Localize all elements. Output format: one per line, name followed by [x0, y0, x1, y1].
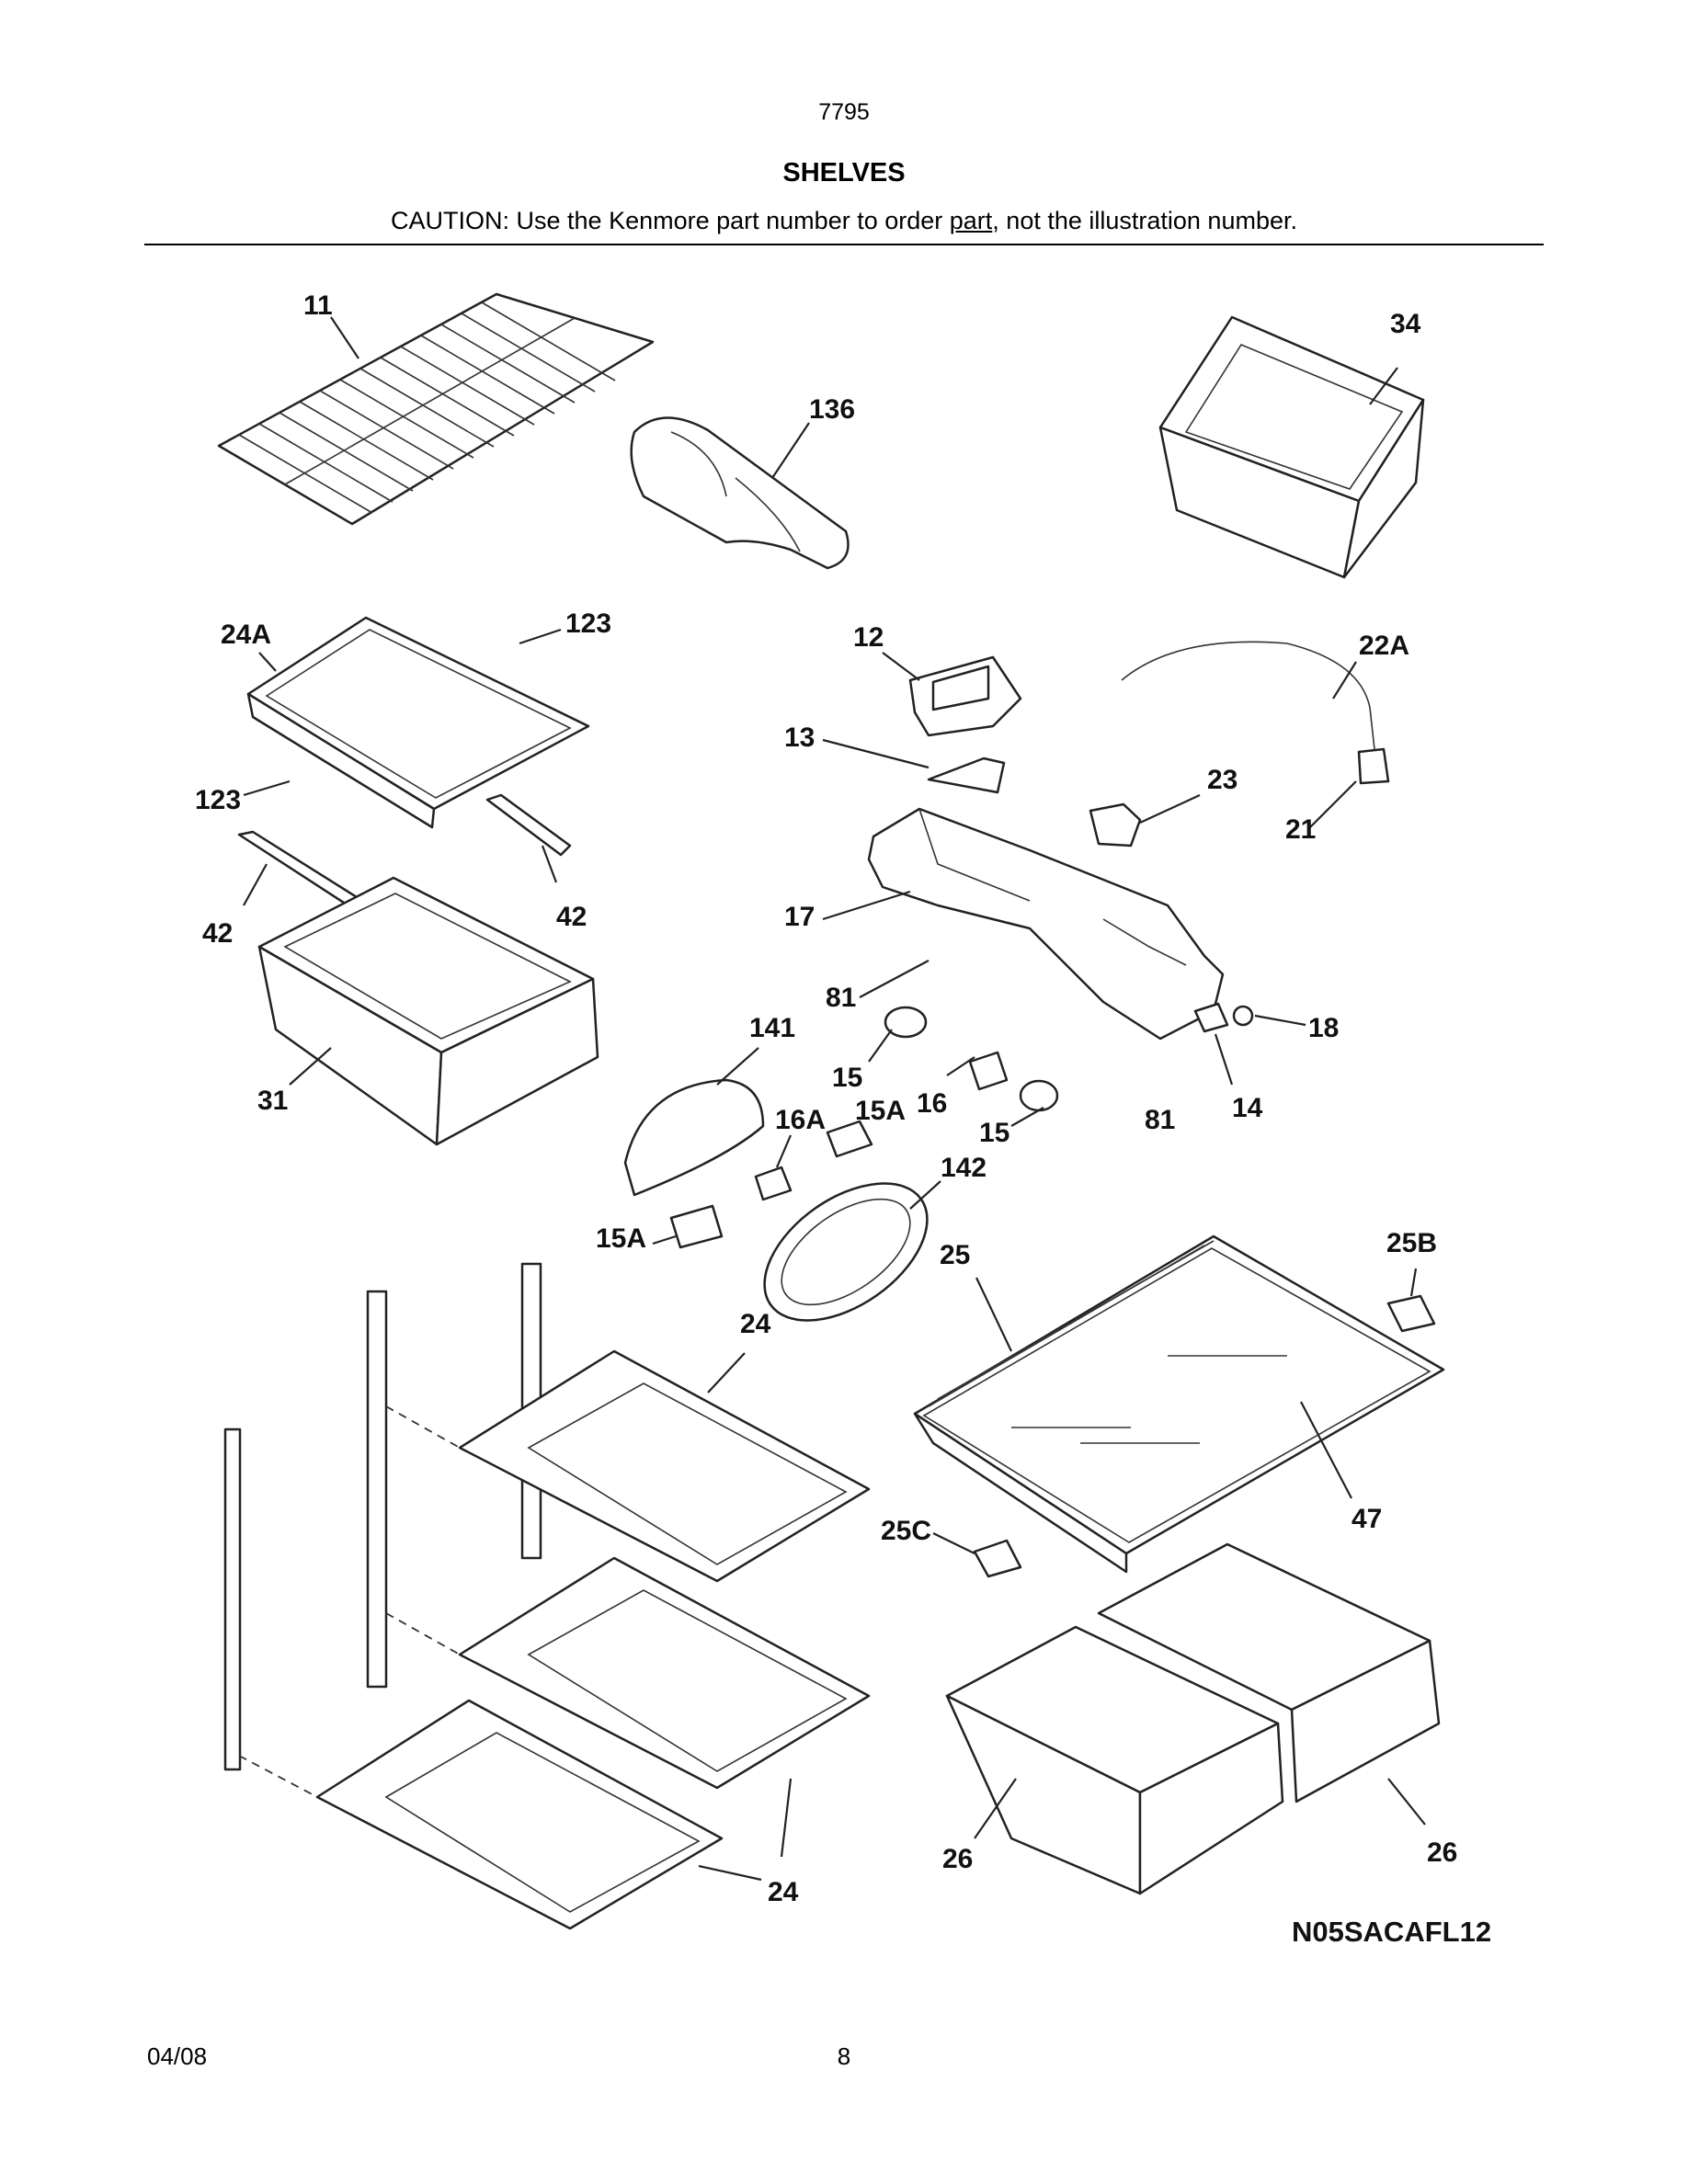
callout-leaders [243, 316, 1426, 1882]
callout-47: 47 [1352, 1504, 1382, 1534]
callout-123-upper: 123 [565, 609, 611, 639]
glass-shelves-ladder [223, 1262, 871, 1930]
callout-142: 142 [941, 1153, 987, 1183]
callout-17: 17 [784, 902, 815, 932]
callout-42-left: 42 [202, 918, 233, 949]
callout-141: 141 [749, 1013, 795, 1043]
callout-12: 12 [853, 622, 884, 653]
callout-123-lower: 123 [195, 785, 241, 815]
caution-note: CAUTION: Use the Kenmore part number to … [0, 207, 1688, 235]
model-number: 7795 [818, 99, 870, 125]
caution-text-end: , not the illustration number. [992, 207, 1297, 234]
callout-15-left: 15 [832, 1063, 862, 1093]
callout-15A-upper: 15A [855, 1096, 906, 1126]
footer-date: 04/08 [147, 2042, 208, 2070]
callout-15-right: 15 [979, 1118, 1009, 1148]
callout-16A: 16A [775, 1105, 826, 1135]
callout-25B: 25B [1386, 1228, 1437, 1258]
diagram-code: N05SACAFL12 [1292, 1916, 1491, 1948]
callout-21: 21 [1285, 814, 1316, 845]
large-vent-shelf [913, 1234, 1445, 1578]
caution-underlined-word: part [949, 207, 993, 234]
callout-13: 13 [784, 722, 815, 753]
bottle-holder [630, 416, 850, 570]
callout-22A: 22A [1359, 631, 1409, 661]
light-sockets-and-bulbs [623, 1002, 1254, 1322]
callout-136: 136 [809, 394, 855, 425]
header-divider [144, 244, 1544, 245]
callout-42-right: 42 [556, 902, 587, 932]
control-housing-assembly [867, 641, 1390, 1041]
callout-15A-lower: 15A [596, 1223, 646, 1254]
callout-26-left: 26 [942, 1844, 973, 1874]
callout-34: 34 [1390, 309, 1421, 339]
callout-11: 11 [303, 290, 333, 321]
callout-14: 14 [1232, 1093, 1263, 1123]
wire-shelf [217, 292, 655, 526]
callout-24-lower: 24 [768, 1877, 799, 1907]
caution-text-start: CAUTION: Use the Kenmore part number to … [391, 207, 950, 234]
callout-81-right: 81 [1145, 1105, 1175, 1135]
crisper-drawers [945, 1542, 1441, 1895]
callout-25: 25 [940, 1240, 970, 1270]
callout-25C: 25C [881, 1516, 931, 1546]
callout-26-right: 26 [1427, 1837, 1457, 1868]
callout-24A: 24A [221, 620, 271, 650]
upper-glass-shelf [246, 616, 590, 829]
upper-crisper-bin [1158, 315, 1425, 579]
upper-crisper-pan [257, 876, 599, 1146]
callout-31: 31 [257, 1086, 288, 1116]
callout-18: 18 [1308, 1013, 1339, 1043]
callout-81-left: 81 [826, 983, 856, 1013]
page-title: SHELVES [782, 158, 906, 188]
callout-16: 16 [917, 1088, 947, 1119]
page-number: 8 [837, 2042, 851, 2070]
callout-24-upper: 24 [740, 1309, 771, 1339]
callout-23: 23 [1207, 765, 1237, 795]
